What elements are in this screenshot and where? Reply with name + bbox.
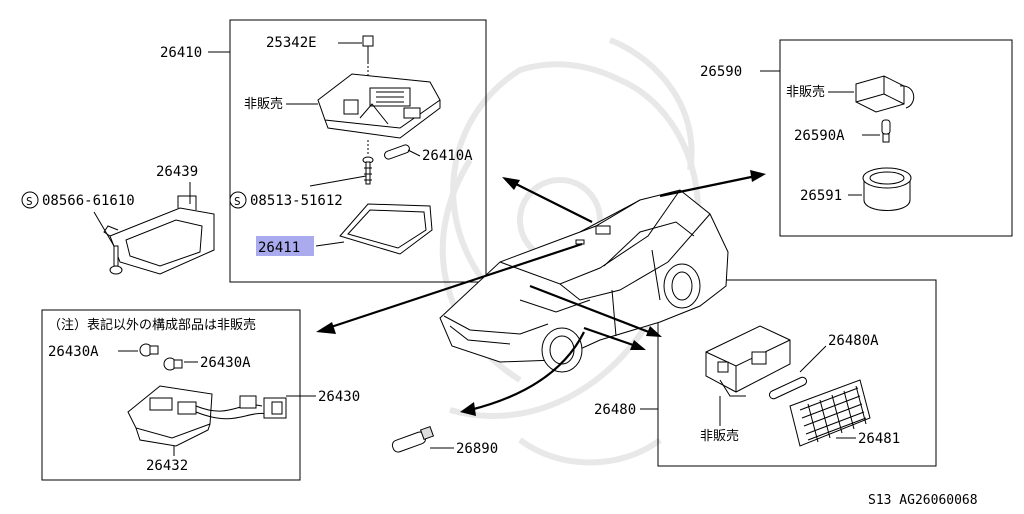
- arrowhead-26890: [460, 402, 476, 416]
- group-26590: 26590 非販売 26590A 26591: [700, 39, 1013, 237]
- bulb-26410a: [384, 144, 421, 160]
- bulb-26590a: [881, 119, 891, 143]
- lamp-housing: [317, 73, 441, 139]
- bulb-26480a: [768, 376, 808, 400]
- bulb-26890: [391, 425, 435, 453]
- box-26430: [41, 309, 301, 481]
- callout-26481: 26481: [858, 431, 900, 447]
- arrow-to-26480-a: [529, 284, 655, 336]
- screw-08513: [362, 140, 374, 185]
- leader-08566: [93, 211, 115, 247]
- highlight-26411: [256, 236, 314, 256]
- callout-08513: 08513-51612: [250, 193, 343, 209]
- callout-26439: 26439: [156, 164, 198, 180]
- bracket-26439: [103, 195, 215, 275]
- screw-symbol-1: S: [229, 191, 247, 209]
- note-not-sold: （注）表記以外の構成部品は非販売: [48, 317, 256, 333]
- group-26480: 26480 非販売 26480A: [594, 279, 937, 467]
- leader-26411: [315, 241, 345, 247]
- group-26890: 26890: [391, 425, 498, 457]
- group-26430: （注）表記以外の構成部品は非販売 26430A 26430A 26430 26: [41, 309, 360, 481]
- screw-08566: [109, 245, 123, 275]
- callout-26410: 26410: [160, 45, 202, 61]
- leader-26480a: [799, 345, 827, 373]
- arrowhead-26590: [750, 170, 766, 182]
- arrow-to-26890: [469, 331, 585, 412]
- callout-26590: 26590: [700, 64, 742, 80]
- callout-26411: 26411: [258, 240, 300, 256]
- callout-26591: 26591: [800, 188, 842, 204]
- leader-08513: [309, 175, 367, 187]
- lens-26481: [789, 379, 871, 447]
- arrow-to-26410: [511, 181, 593, 223]
- map-lamp-26432: [127, 385, 287, 447]
- arrowhead-26480-a: [646, 326, 662, 337]
- box-26480: [657, 279, 937, 467]
- box-26590: [779, 39, 1013, 237]
- callout-26430: 26430: [318, 389, 360, 405]
- bulb-26430a-2: [163, 357, 183, 371]
- box-26410: [229, 19, 487, 283]
- callout-not-sold-1: 非販売: [244, 96, 283, 112]
- callout-26430a-2: 26430A: [200, 355, 251, 371]
- callout-26480a: 26480A: [828, 333, 879, 349]
- screw-symbol-2-letter: S: [26, 195, 33, 208]
- callout-26432: 26432: [146, 458, 188, 474]
- callout-26590a: 26590A: [794, 128, 845, 144]
- car-illustration: [439, 189, 729, 373]
- figure-code: S13 AG26060068: [868, 493, 978, 508]
- arrows: [316, 170, 766, 416]
- clip-25342e: [362, 35, 374, 78]
- lens-26591: [862, 167, 912, 211]
- arrowhead-26430: [316, 322, 336, 334]
- arrow-to-26430: [327, 242, 583, 330]
- socket-26590: [855, 75, 915, 113]
- arrowhead-26410: [502, 177, 520, 190]
- screw-symbol-2: S: [21, 191, 39, 209]
- screw-symbol-1-letter: S: [234, 195, 241, 208]
- arrowhead-26480-b: [630, 340, 646, 350]
- callout-not-sold-3: 非販売: [700, 428, 739, 444]
- lamp-housing-26480: [705, 325, 791, 397]
- lens-26411: [339, 203, 433, 255]
- callout-26410a: 26410A: [422, 148, 473, 164]
- callout-26430a-1: 26430A: [48, 344, 99, 360]
- callout-not-sold-2: 非販売: [786, 84, 825, 100]
- callout-26480: 26480: [594, 402, 636, 418]
- group-26410: 26410 25342E 非販売: [160, 19, 487, 283]
- callout-26890: 26890: [456, 441, 498, 457]
- arrow-to-26480-b: [583, 326, 637, 348]
- group-26439: 26439 S 08566-61610: [21, 164, 215, 275]
- arrow-to-26590: [659, 174, 757, 198]
- callout-08566: 08566-61610: [42, 193, 135, 209]
- bulb-26430a-1: [139, 343, 159, 357]
- callout-25342e: 25342E: [266, 35, 317, 51]
